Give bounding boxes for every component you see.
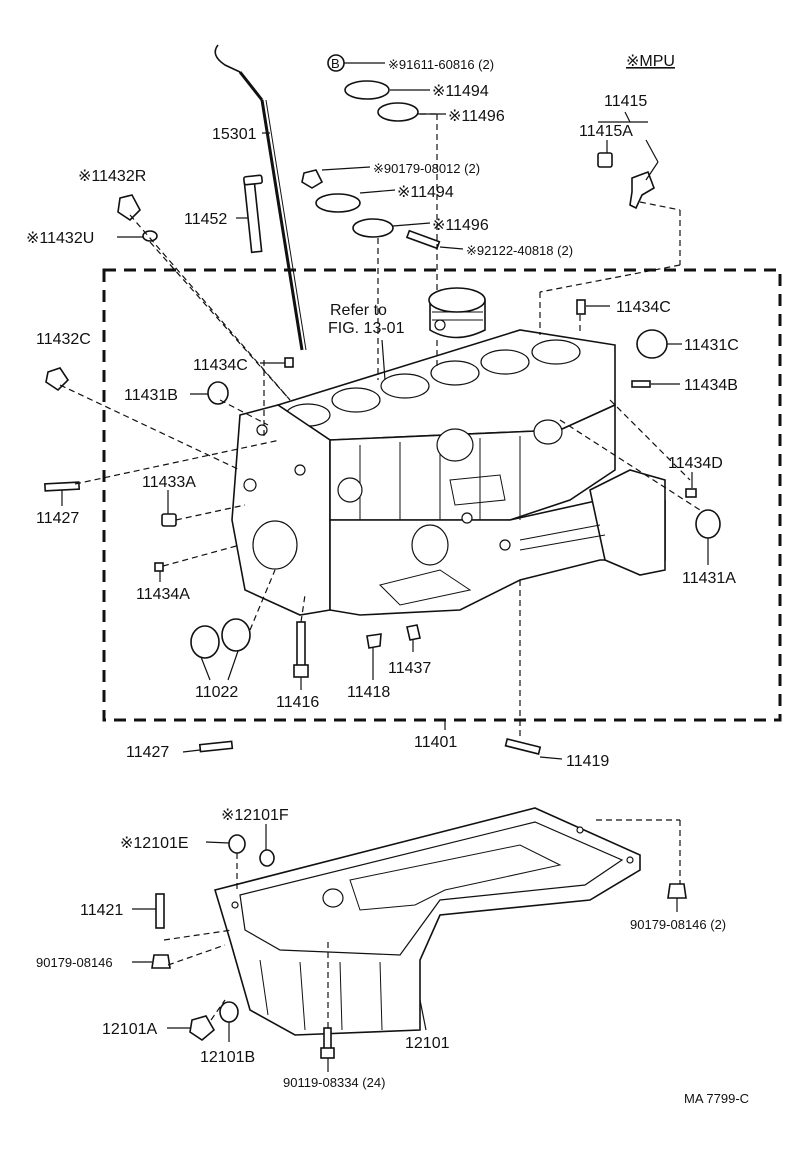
label-11494-lower: ※11494	[397, 184, 454, 201]
label-11431C: 11431C	[684, 337, 739, 354]
label-11494-upper: ※11494	[432, 83, 489, 100]
label-12101A: 12101A	[102, 1021, 157, 1038]
dipstick-drawing	[214, 44, 307, 351]
nut-90179-08146-left-drawing	[151, 954, 171, 969]
diagram-code: MA 7799-C	[684, 1091, 749, 1106]
gasket-11496b-drawing	[352, 218, 394, 238]
label-11434A: 11434A	[136, 586, 190, 603]
label-11434C-right: 11434C	[616, 299, 671, 316]
refer-to-line2: FIG. 13-01	[328, 320, 405, 337]
label-11432U: ※11432U	[26, 230, 94, 247]
label-12101: 12101	[405, 1035, 450, 1052]
label-11434D: 11434D	[668, 455, 723, 472]
leader-lines	[61, 54, 709, 1072]
cover-11494a-drawing	[344, 80, 390, 100]
label-11431A: 11431A	[682, 570, 736, 587]
label-11432C: 11432C	[36, 331, 91, 348]
nut-11415A-drawing	[597, 152, 613, 168]
pin-11434C-right-drawing	[576, 299, 586, 315]
cover-11494b-drawing	[315, 193, 361, 213]
label-11452: 11452	[184, 211, 227, 228]
plug-12101A-drawing	[189, 1015, 216, 1041]
label-11415A: 11415A	[579, 123, 633, 140]
mpu-header: ※MPU	[626, 53, 675, 70]
label-11496-lower: ※11496	[432, 217, 489, 234]
label-11421: 11421	[80, 902, 123, 919]
stud-11421-drawing	[155, 893, 165, 929]
gasket-12101F-drawing	[259, 849, 275, 867]
seal-11431A-drawing	[695, 509, 721, 539]
label-11415: 11415	[604, 93, 647, 110]
label-11418: 11418	[347, 684, 390, 701]
nut-90179-08146-right-drawing	[667, 883, 687, 899]
stud-11427-bottom-drawing	[198, 740, 234, 753]
pin-11434C-left-drawing	[284, 357, 294, 368]
label-11401: 11401	[414, 734, 457, 751]
install-lines	[59, 113, 701, 1028]
label-91611-60816: ※91611-60816 (2)	[388, 57, 494, 72]
cylinder-block-drawing	[231, 329, 666, 616]
plug-11433A-drawing	[161, 513, 177, 527]
label-11022: 11022	[195, 684, 238, 701]
pin-11434A-drawing	[154, 562, 164, 572]
stud-11427-top-drawing	[44, 481, 81, 492]
label-90179-08146-right: 90179-08146 (2)	[630, 917, 726, 932]
stud-11419-drawing	[504, 738, 542, 755]
bolt-11416-drawing	[293, 621, 309, 678]
bolt-90179-08012-drawing	[301, 169, 324, 189]
oil-pan-drawing	[213, 807, 641, 1036]
label-11432R: ※11432R	[78, 168, 146, 185]
label-11434B: 11434B	[684, 377, 738, 394]
label-12101F: ※12101F	[221, 807, 289, 824]
label-11431B: 11431B	[124, 387, 178, 404]
piston-drawing	[428, 287, 486, 339]
label-12101B: 12101B	[200, 1049, 255, 1066]
label-11434C-left: 11434C	[193, 357, 248, 374]
label-90119-08334: 90119-08334 (24)	[283, 1075, 385, 1090]
pin-11434B-drawing	[631, 380, 651, 388]
label-11419: 11419	[566, 753, 609, 770]
label-12101E: ※12101E	[120, 835, 189, 852]
plug-11432C-drawing	[45, 367, 70, 392]
bolt-marker-letter: B	[331, 56, 340, 71]
label-11437: 11437	[388, 660, 431, 677]
label-92122-40818: ※92122-40818 (2)	[466, 243, 573, 258]
plug-11432R-drawing	[117, 194, 141, 222]
bushings-11022-drawing	[190, 618, 251, 659]
label-11427-top: 11427	[36, 510, 79, 527]
label-11416: 11416	[276, 694, 319, 711]
label-11427-bottom: 11427	[126, 744, 169, 761]
plug-11431B-drawing	[207, 381, 229, 405]
part-11418-drawing	[366, 633, 382, 649]
plug-11431C-drawing	[636, 329, 668, 359]
label-90179-08146-left: 90179-08146	[36, 955, 113, 970]
part-11437-drawing	[406, 624, 421, 641]
stud-92122-drawing	[405, 229, 441, 250]
refer-to-line1: Refer to	[330, 302, 387, 319]
gasket-11496a-drawing	[377, 102, 419, 122]
plug-12101E-drawing	[228, 834, 246, 854]
label-11496-upper: ※11496	[448, 108, 505, 125]
label-90179-08012: ※90179-08012 (2)	[373, 161, 480, 176]
block-assembly-frame	[102, 268, 782, 722]
gasket-12101B-drawing	[219, 1001, 239, 1023]
label-15301: 15301	[212, 126, 257, 143]
pin-11434D-drawing	[685, 488, 697, 498]
dipstick-guide-drawing	[243, 174, 263, 254]
label-11433A: 11433A	[142, 474, 196, 491]
